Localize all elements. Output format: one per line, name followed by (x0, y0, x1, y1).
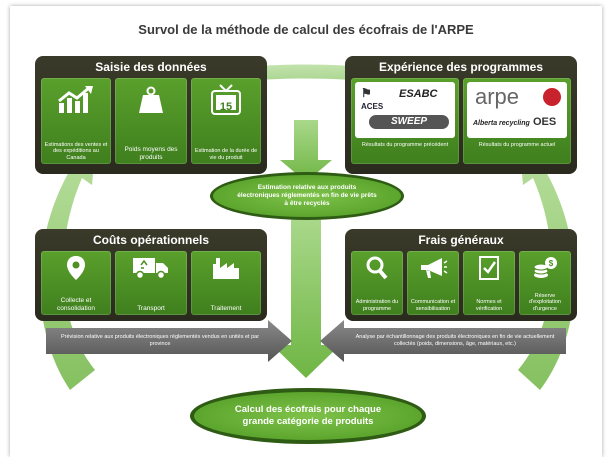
result-ellipse: Calcul des écofrais pour chaque grande c… (190, 388, 426, 444)
panel-saisie-title: Saisie des données (95, 60, 207, 74)
panel-saisie: Saisie des données Estimations des vente… (35, 56, 267, 174)
factory-icon (191, 255, 261, 281)
tile-label: Communication et sensibilisation (410, 299, 456, 312)
tile-lifespan: 15 Estimation de la durée de vie du prod… (191, 78, 261, 164)
logo-esabc: ESABC (399, 88, 438, 100)
center-down-arrow-top (280, 120, 332, 182)
logo-oes: OES (533, 116, 557, 128)
tile-administration: Administration du programme (351, 251, 403, 315)
location-pin-icon (41, 255, 111, 281)
tile-reserve: $ Réserve d'exploitation d'urgence (519, 251, 571, 315)
tile-communication: Communication et sensibilisation (407, 251, 459, 315)
left-gray-arrow (46, 320, 292, 362)
page-title: Survol de la méthode de calcul des écofr… (138, 22, 474, 37)
estimation-ellipse: Estimation relative aux produits électro… (210, 172, 404, 220)
tv-calendar-number: 15 (219, 101, 233, 113)
tile-previous-program: ⚑ ACES ESABC SWEEP Résultats du programm… (351, 78, 459, 164)
weight-icon (115, 84, 187, 116)
panel-couts-title: Coûts opérationnels (92, 233, 209, 247)
tile-label: Réserve d'exploitation d'urgence (529, 292, 561, 312)
previous-logos: ⚑ ACES ESABC SWEEP (355, 82, 455, 138)
tile-label: Estimations des ventes et des expédition… (44, 141, 108, 161)
tile-label: Traitement (210, 304, 242, 312)
right-arrow-text: Analyse par échantillonnage des produits… (355, 334, 555, 347)
svg-text:$: $ (549, 259, 554, 268)
panel-couts: Coûts opérationnels Collecte et consolid… (35, 229, 267, 321)
tile-sales-estimates: Estimations des ventes et des expédition… (41, 78, 111, 164)
logo-arpe: arpe (475, 84, 520, 109)
tile-treatment: Traitement (191, 251, 261, 315)
tile-transport: Transport (115, 251, 187, 315)
tile-average-weight: Poids moyens des produits (115, 78, 187, 164)
panel-experience: Expérience des programmes ⚑ ACES ESABC S… (345, 56, 577, 174)
magnifier-icon (351, 255, 403, 281)
megaphone-icon (407, 255, 459, 281)
truck-icon (115, 255, 187, 281)
panel-experience-title: Expérience des programmes (378, 60, 544, 74)
maple-leaf-icon (543, 88, 561, 106)
previous-results-label: Résultats du programme précédent (361, 142, 449, 148)
logo-aces: ACES (361, 102, 384, 111)
tile-label: Estimation de la durée de vie du produit (194, 148, 258, 161)
left-arrow-text: Prévision relative aux produits électron… (60, 334, 260, 347)
tile-label: Normes et vérification (475, 299, 503, 312)
panel-frais: Frais généraux Administration du program… (345, 229, 577, 321)
right-gray-arrow (320, 320, 566, 362)
center-down-arrow-bottom (272, 218, 340, 378)
estimation-text: Estimation relative aux produits électro… (237, 184, 377, 207)
chart-up-icon (41, 84, 111, 116)
tile-label: Poids moyens des produits (124, 146, 178, 161)
logo-sweep: SWEEP (369, 115, 449, 129)
tile-label: Transport (137, 304, 165, 312)
current-results-label: Résultats du programme actuel (478, 142, 556, 148)
tv-calendar-icon (191, 84, 261, 116)
tile-current-program: arpe Alberta recycling OES Résultats du … (463, 78, 571, 164)
panel-frais-title: Frais généraux (418, 233, 504, 247)
checklist-icon (463, 255, 515, 281)
logo-aces-icon: ⚑ (361, 86, 372, 100)
logo-alberta-recycling: Alberta recycling (473, 120, 530, 127)
result-text: Calcul des écofrais pour chaque grande c… (234, 404, 382, 427)
coins-icon: $ (519, 255, 571, 281)
tile-label: Collecte et consolidation (57, 297, 95, 312)
tile-standards: Normes et vérification (463, 251, 515, 315)
current-logos: arpe Alberta recycling OES (467, 82, 567, 138)
tile-label: Administration du programme (355, 299, 399, 312)
tile-collection: Collecte et consolidation (41, 251, 111, 315)
